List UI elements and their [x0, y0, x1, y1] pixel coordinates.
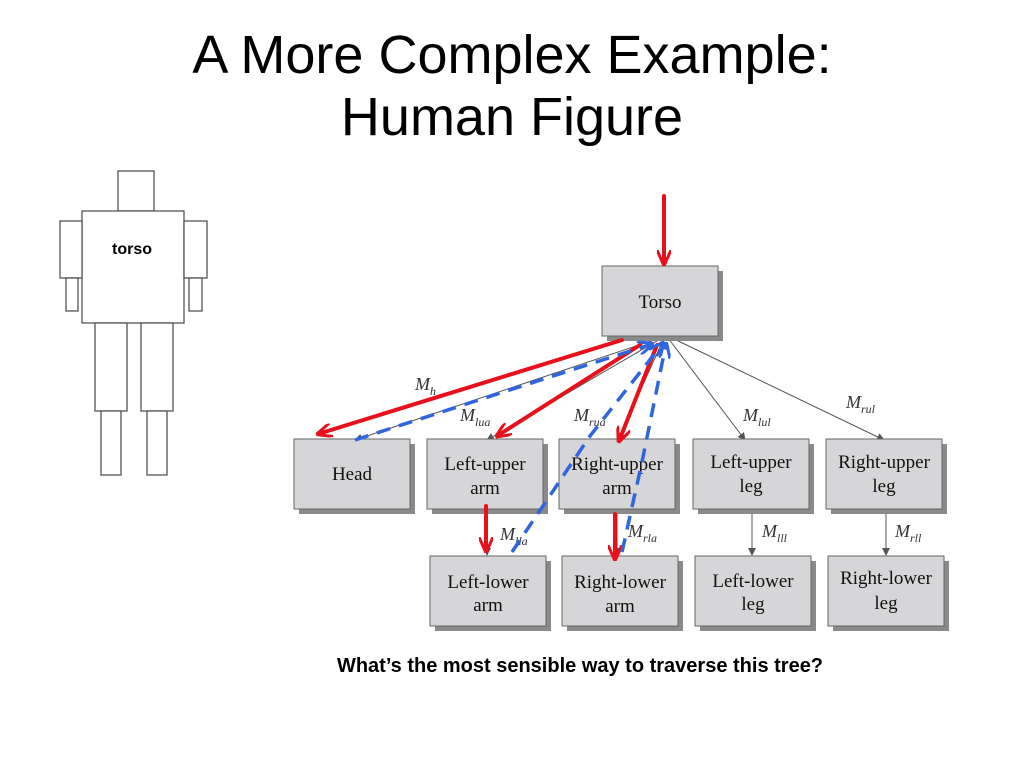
node-left-upper-leg-line2: leg	[739, 476, 763, 497]
human-figure	[59, 170, 208, 476]
node-right-upper-arm: Right-upper arm	[558, 438, 680, 514]
slide-caption: What’s the most sensible way to traverse…	[336, 655, 824, 677]
edge-label-mrua: Mrua	[573, 405, 606, 429]
figure-right-upper-arm	[183, 220, 208, 279]
node-right-lower-leg-line2: leg	[874, 593, 898, 614]
figure-right-lower-leg	[146, 410, 168, 476]
figure-torso-label: torso	[112, 241, 152, 258]
node-right-lower-leg-line1: Right-lower	[840, 568, 932, 589]
edge-label-mrll: Mrll	[894, 521, 922, 545]
node-left-lower-leg: Left-lower leg	[694, 555, 816, 631]
node-left-upper-arm-line2: arm	[470, 478, 500, 499]
red-arrow-to-left-upper-arm	[497, 343, 642, 436]
node-torso-label: Torso	[638, 292, 681, 313]
node-right-upper-leg-line2: leg	[872, 476, 896, 497]
edge-torso-left-upper-leg	[667, 337, 746, 441]
figure-head	[117, 170, 155, 212]
node-left-lower-arm-line2: arm	[473, 595, 503, 616]
node-left-lower-arm-line1: Left-lower	[447, 572, 529, 593]
node-left-upper-arm: Left-upper arm	[426, 438, 548, 514]
node-right-lower-arm: Right-lower arm	[561, 555, 683, 631]
blue-return-from-head	[354, 344, 652, 442]
node-right-upper-arm-line2: arm	[602, 478, 632, 499]
edge-label-mlul: Mlul	[742, 405, 771, 429]
figure-left-lower-leg	[100, 410, 122, 476]
node-right-upper-arm-line1: Right-upper	[571, 454, 663, 475]
node-left-lower-arm: Left-lower arm	[429, 555, 551, 631]
node-left-upper-leg: Left-upper leg	[692, 438, 814, 514]
node-left-upper-arm-line1: Left-upper	[444, 454, 526, 475]
node-right-upper-leg-line1: Right-upper	[838, 452, 930, 473]
node-right-lower-arm-line1: Right-lower	[574, 572, 666, 593]
figure-left-upper-leg	[94, 322, 128, 412]
node-right-lower-leg: Right-lower leg	[827, 555, 949, 631]
blue-return-from-right-lower-arm	[620, 344, 666, 553]
figure-torso	[81, 210, 185, 324]
title-line-1: A More Complex Example:	[192, 25, 832, 85]
node-head: Head	[293, 438, 415, 514]
title-line-2: Human Figure	[340, 87, 684, 147]
edge-label-mlua: Mlua	[459, 405, 490, 429]
edge-label-mrul: Mrul	[845, 392, 876, 416]
edge-label-mlll: Mlll	[761, 521, 788, 545]
edge-label-mh: Mh	[414, 374, 436, 398]
blue-return-from-left-lower-arm	[510, 343, 663, 553]
edge-label-mlla: Mlla	[499, 524, 528, 548]
node-left-lower-leg-line1: Left-lower	[712, 571, 794, 592]
edge-label-mrla: Mrla	[627, 521, 657, 545]
node-left-upper-leg-line1: Left-upper	[710, 452, 792, 473]
node-head-label: Head	[332, 464, 373, 485]
red-arrow-to-head	[318, 338, 624, 434]
figure-left-lower-arm	[65, 277, 79, 312]
node-torso: Torso	[601, 265, 723, 341]
node-left-lower-leg-line2: leg	[741, 594, 765, 615]
figure-right-lower-arm	[188, 277, 203, 312]
figure-left-upper-arm	[59, 220, 83, 279]
node-right-upper-leg: Right-upper leg	[825, 438, 947, 514]
figure-right-upper-leg	[140, 322, 174, 412]
node-right-lower-arm-line2: arm	[605, 596, 635, 617]
edge-torso-right-upper-leg	[671, 337, 885, 441]
slide-title: A More Complex Example: Human Figure	[0, 24, 1024, 148]
blue-return-arrows	[354, 343, 666, 553]
